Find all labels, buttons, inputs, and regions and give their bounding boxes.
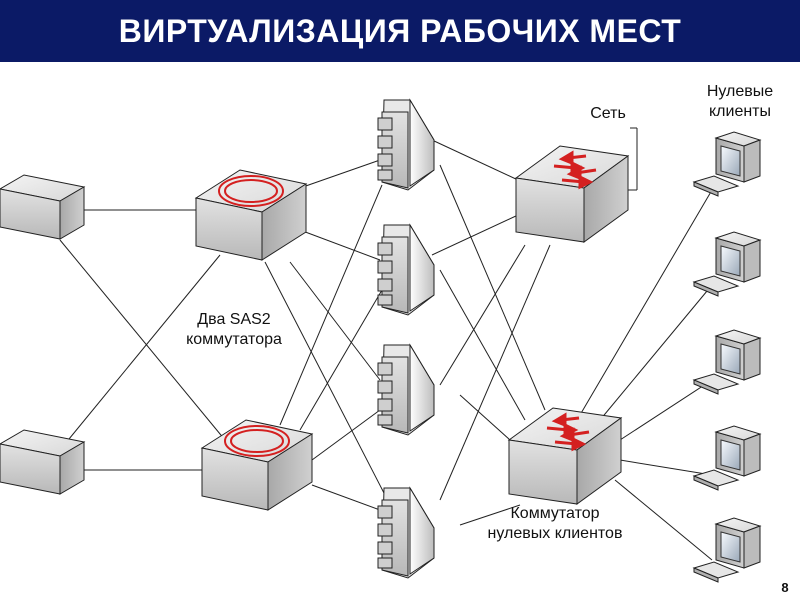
client-switch-line1: Коммутатор <box>510 505 600 522</box>
server-tower-icon <box>377 99 435 191</box>
network-label: Сеть <box>590 105 626 122</box>
client-switch-line2: нулевых клиентов <box>487 525 623 542</box>
server-tower-icon <box>377 487 435 579</box>
sas-switch-icon <box>195 169 307 261</box>
title-bar: ВИРТУАЛИЗАЦИЯ РАБОЧИХ МЕСТ <box>0 0 800 62</box>
sas-label-line1: Два SAS2 <box>197 311 271 328</box>
zero-client-computer-icon <box>693 131 761 197</box>
zero-client-computer-icon <box>693 425 761 491</box>
zero-client-computer-icon <box>693 329 761 395</box>
zero-clients-line2: клиенты <box>708 103 771 120</box>
sas-switch-icon <box>201 419 313 511</box>
zero-clients-label: Нулевые клиенты <box>690 82 790 122</box>
network-diagram <box>0 99 761 583</box>
server-tower-icon <box>377 344 435 436</box>
zero-clients-line1: Нулевые <box>706 83 774 100</box>
server-tower-icon <box>377 224 435 316</box>
zero-client-computer-icon <box>693 517 761 583</box>
sas-label-line2: коммутатора <box>186 331 282 348</box>
storage-enclosure-icon <box>0 174 85 240</box>
client-switch-label: Коммутатор нулевых клиентов <box>470 504 640 544</box>
storage-enclosure-icon <box>0 429 85 495</box>
page-number: 8 <box>781 580 789 595</box>
sas-switches-label: Два SAS2 коммутатора <box>170 310 298 350</box>
network-switch-icon <box>514 144 630 244</box>
slide-title: ВИРТУАЛИЗАЦИЯ РАБОЧИХ МЕСТ <box>118 12 682 49</box>
zero-client-computer-icon <box>693 231 761 297</box>
network-switch-icon <box>507 406 623 506</box>
connection-lines <box>59 127 713 561</box>
